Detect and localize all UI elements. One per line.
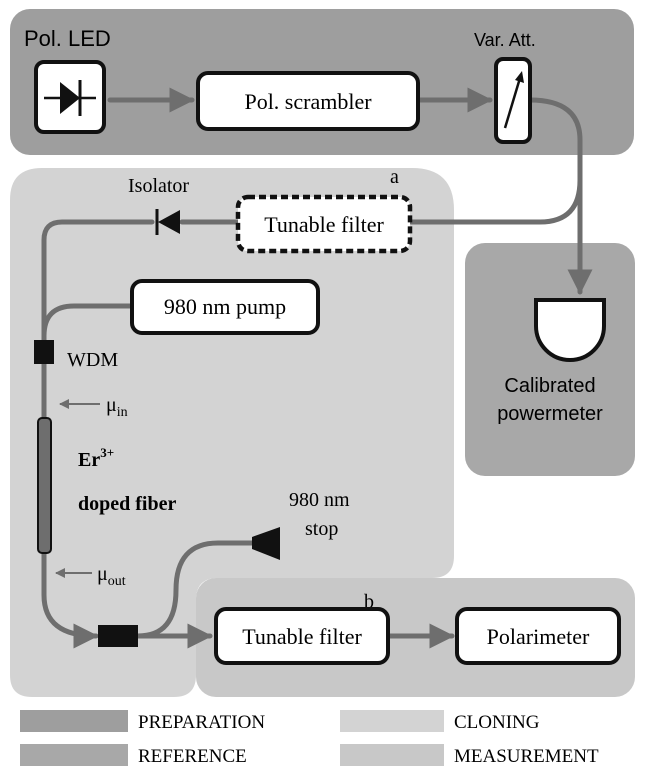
var-att-label: Var. Att. <box>474 30 536 50</box>
legend: PREPARATION CLONING REFERENCE MEASUREMEN… <box>20 710 599 767</box>
powermeter-label-line2: powermeter <box>497 403 603 425</box>
fiber-paths <box>41 87 593 649</box>
legend-swatch-measurement <box>340 744 444 766</box>
pump-stop-icon[interactable] <box>252 527 280 560</box>
stop-label-line2: stop <box>305 518 338 540</box>
isolator-label: Isolator <box>128 175 189 197</box>
legend-label-reference: REFERENCE <box>138 746 247 767</box>
doped-fiber-label: doped fiber <box>78 493 176 515</box>
legend-label-preparation: PREPARATION <box>138 712 265 733</box>
variable-attenuator-icon <box>503 71 524 129</box>
legend-label-measurement: MEASUREMENT <box>454 746 599 767</box>
legend-swatch-preparation <box>20 710 128 732</box>
legend-swatch-cloning <box>340 710 444 732</box>
tunable-filter-a-label: Tunable filter <box>264 212 384 237</box>
wdm-label: WDM <box>67 349 118 371</box>
er-doped-fiber[interactable] <box>37 417 52 554</box>
filter-a-tag: a <box>390 166 399 188</box>
mu-out-label: μout <box>97 563 126 589</box>
pol-scrambler-label: Pol. scrambler <box>244 89 372 114</box>
powermeter-label-line1: Calibrated <box>504 375 595 397</box>
polarimeter-box[interactable] <box>455 607 621 665</box>
mu-in-label: μin <box>106 394 128 420</box>
filter-b-tag: b <box>364 591 374 613</box>
isolator-icon <box>155 209 180 235</box>
diode-icon <box>44 80 96 116</box>
stop-label-line1: 980 nm <box>289 489 350 511</box>
cloning-region <box>10 168 454 697</box>
tunable-filter-a-box[interactable] <box>235 194 413 254</box>
photodetector-icon[interactable] <box>534 298 606 362</box>
pol-led-label: Pol. LED <box>24 26 111 51</box>
pol-scrambler-box[interactable] <box>196 71 420 131</box>
pump-box[interactable] <box>130 279 320 335</box>
er-fiber-label: Er3+ <box>78 445 114 471</box>
pump-label: 980 nm pump <box>164 294 286 319</box>
legend-swatch-reference <box>20 744 128 766</box>
tunable-filter-b-label: Tunable filter <box>242 624 362 649</box>
output-coupler[interactable] <box>98 625 138 647</box>
reference-region <box>465 243 635 476</box>
tunable-filter-b-box[interactable] <box>214 607 390 665</box>
wdm-coupler[interactable] <box>34 340 54 364</box>
legend-label-cloning: CLONING <box>454 712 540 733</box>
polarimeter-label: Polarimeter <box>487 624 590 649</box>
